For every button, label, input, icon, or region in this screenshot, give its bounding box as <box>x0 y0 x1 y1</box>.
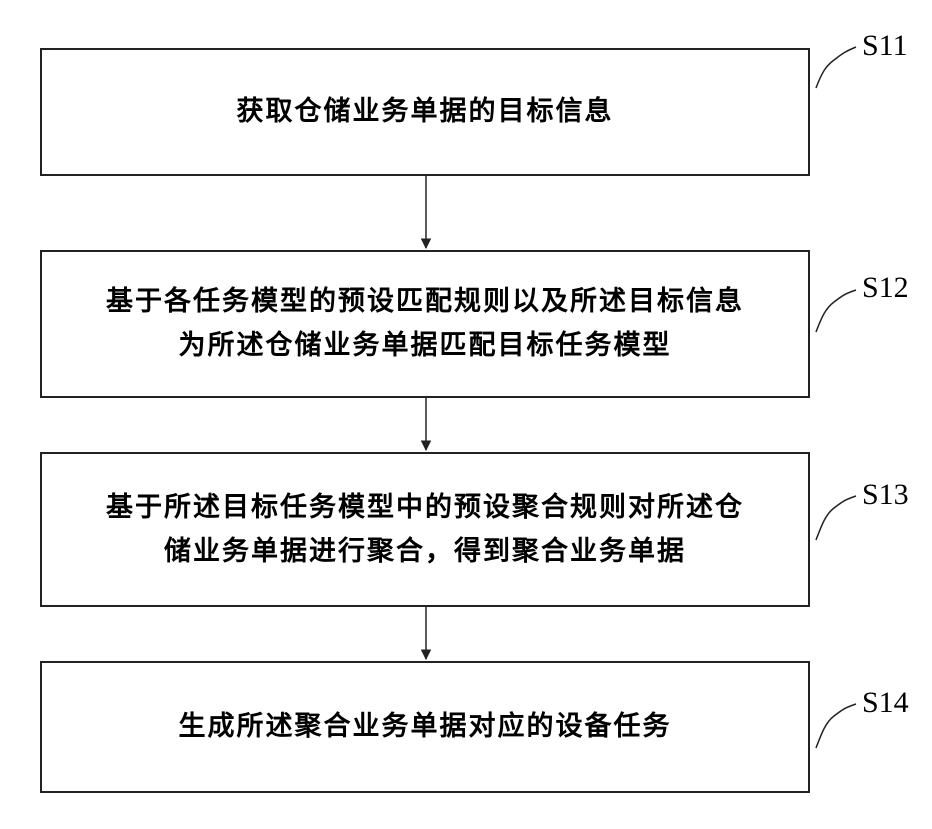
step-box-s14: 生成所述聚合业务单据对应的设备任务 <box>40 661 810 793</box>
step-s13-line-1: 基于所述目标任务模型中的预设聚合规则对所述仓 <box>106 486 744 530</box>
step-text-s11: 获取仓储业务单据的目标信息 <box>237 90 614 134</box>
step-text-s14: 生成所述聚合业务单据对应的设备任务 <box>179 705 672 749</box>
step-s14-line-1: 生成所述聚合业务单据对应的设备任务 <box>179 705 672 749</box>
step-s11-line-1: 获取仓储业务单据的目标信息 <box>237 90 614 134</box>
step-label-s12: S12 <box>862 273 909 303</box>
step-label-s11: S11 <box>862 31 908 61</box>
step-s12-line-1: 基于各任务模型的预设匹配规则以及所述目标信息 <box>106 280 744 324</box>
step-text-s13: 基于所述目标任务模型中的预设聚合规则对所述仓 储业务单据进行聚合，得到聚合业务单… <box>106 486 744 574</box>
step-text-s12: 基于各任务模型的预设匹配规则以及所述目标信息 为所述仓储业务单据匹配目标任务模型 <box>106 280 744 368</box>
leader-s13 <box>816 496 856 540</box>
step-box-s11: 获取仓储业务单据的目标信息 <box>40 48 810 176</box>
step-s13-line-2: 储业务单据进行聚合，得到聚合业务单据 <box>106 530 744 574</box>
leader-s14 <box>816 704 856 748</box>
leader-s12 <box>816 290 856 332</box>
step-box-s13: 基于所述目标任务模型中的预设聚合规则对所述仓 储业务单据进行聚合，得到聚合业务单… <box>40 452 810 607</box>
step-label-s13: S13 <box>862 480 909 510</box>
step-box-s12: 基于各任务模型的预设匹配规则以及所述目标信息 为所述仓储业务单据匹配目标任务模型 <box>40 250 810 398</box>
step-label-s14: S14 <box>862 688 909 718</box>
leader-s11 <box>816 47 856 88</box>
step-s12-line-2: 为所述仓储业务单据匹配目标任务模型 <box>106 324 744 368</box>
